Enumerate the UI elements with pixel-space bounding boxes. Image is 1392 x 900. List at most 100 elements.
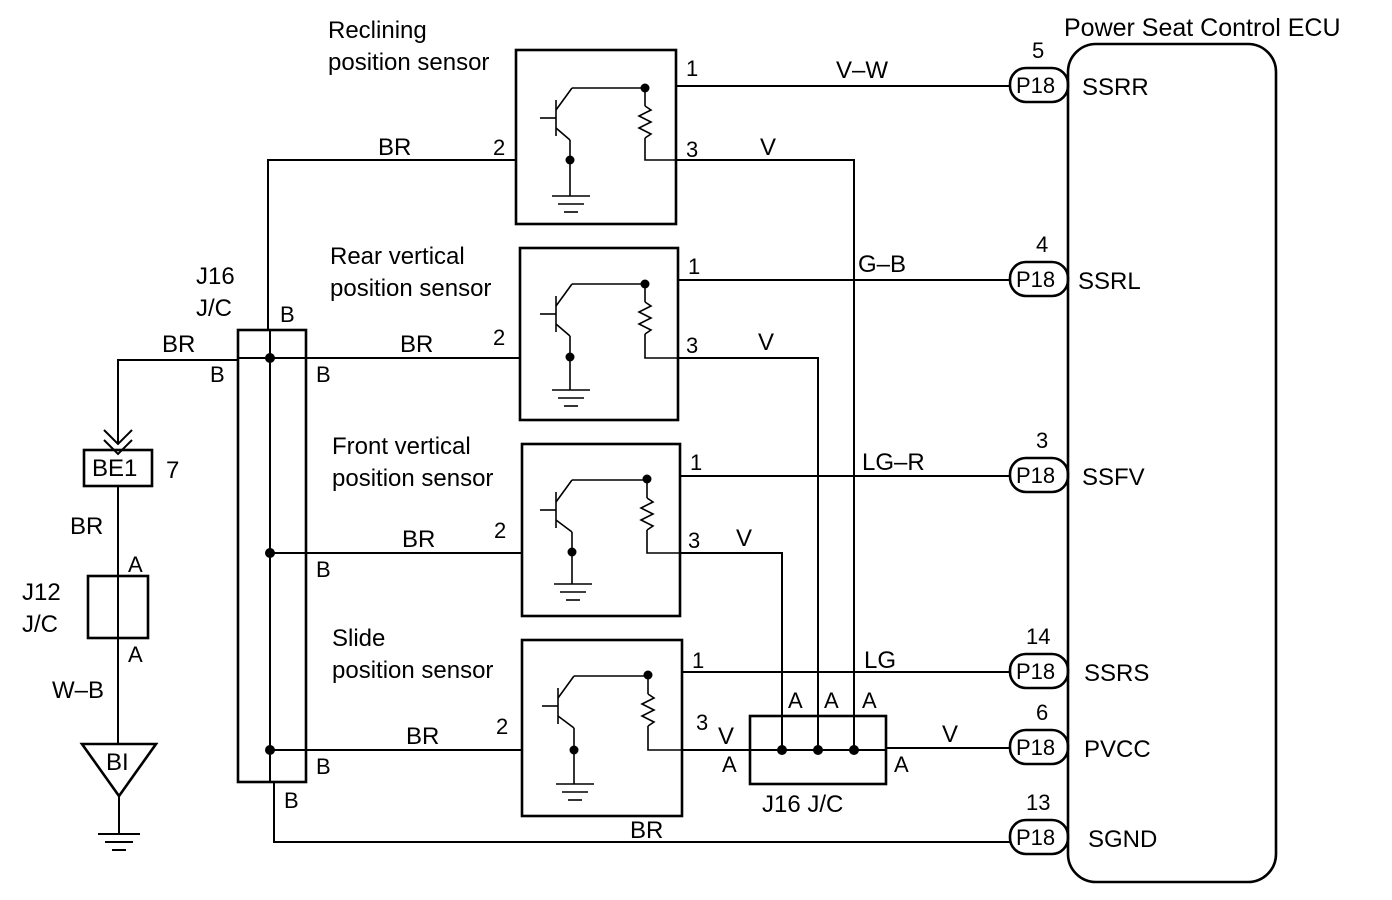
sensor-box [518,246,680,422]
connector-label: P18 [1016,463,1055,488]
power-wire-color: V [758,329,774,356]
ground-wire-color: BR [400,331,433,358]
transistor-collector [555,283,573,307]
ecu-pin-number: 6 [1036,700,1048,725]
junction-dot [569,745,579,755]
transistor-collector [557,675,575,699]
signal-wire-color: LG [864,647,896,674]
j16-jc-left: J16 J/C B B B B B B [196,263,331,813]
signal-wire-color: G–B [858,251,906,278]
sensor-slide: Slide position sensor 1 2 3 LG BR V [332,625,896,818]
sensor-front-vertical: Front vertical position sensor 1 2 3 LG–… [332,433,925,618]
ecu-title: Power Seat Control ECU [1064,14,1341,42]
jc-name-line2: J/C [196,295,232,322]
resistor-lead [646,530,680,554]
jc-terminal-label: B [280,302,295,327]
wire-v-rear-vertical [678,357,819,716]
jc-terminal-label: B [316,754,331,779]
junction-dot [642,474,652,484]
pin-3-label: 3 [686,137,698,162]
resistor-icon [640,693,656,727]
ground-wire-color: BR [378,134,411,161]
wire-v-front-vertical [680,552,783,716]
ecu-terminal-name: PVCC [1084,736,1151,763]
transistor-collector [555,479,573,503]
junction-dot [777,745,787,755]
wire-color-br: BR [162,331,195,358]
connector-p18 [1008,818,1070,856]
ecu-box [1066,42,1278,884]
sgnd-wire-color: BR [630,817,663,844]
jc-terminal-label: A [894,752,909,777]
pin-3-label: 3 [696,710,708,735]
connector-label: P18 [1016,73,1055,98]
ecu-terminal-ssfv: 3 P18 SSFV [1008,428,1145,494]
sensor-reclining: Reclining position sensor 1 2 3 V–W BR V [328,17,888,226]
ecu-terminal-name: SSRL [1078,268,1141,295]
junction-dot [265,353,275,363]
transistor-emitter [557,715,575,729]
ecu-terminal-name: SSRS [1084,660,1149,687]
ecu-pin-number: 4 [1036,232,1048,257]
wire-color-br: BR [70,513,103,540]
connector-label: P18 [1016,267,1055,292]
be1-connector: BE1 7 [82,448,179,488]
junction-dot [640,279,650,289]
ecu-terminal-name: SSRR [1082,74,1149,101]
resistor-lead [647,726,682,751]
jc-box [236,328,308,784]
wire-color-wb: W–B [52,677,104,704]
ecu-pin-number: 3 [1036,428,1048,453]
pin-3-label: 3 [688,528,700,553]
junction-dot [265,745,275,755]
jc-terminal-label: A [788,688,803,713]
ecu-pin-number: 13 [1026,790,1050,815]
transistor-collector [555,87,573,111]
sensor-name-line1: Rear vertical [330,243,465,270]
junction-dot [640,83,650,93]
transistor-emitter [555,519,573,533]
jc-terminal-label: A [862,688,877,713]
junction-dot [565,352,575,362]
connector-label: P18 [1016,659,1055,684]
ground-label: BI [106,749,129,776]
be1-label: BE1 [92,455,137,482]
jc-terminal-label: B [316,362,331,387]
jc-label: J16 J/C [762,791,843,818]
resistor-icon [639,497,655,531]
ecu-terminal-ssrr: 5 P18 SSRR [1008,38,1149,104]
transistor-emitter [555,323,571,337]
wire-br-be1 [117,359,238,444]
ecu-terminal-sgnd: 13 P18 SGND [1008,790,1157,856]
junction-dot [813,745,823,755]
sensor-rear-vertical: Rear vertical position sensor 1 2 3 G–B … [330,243,906,422]
jc-name-line1: J16 [196,263,235,290]
junction-dot [567,547,577,557]
jc-terminal-label: A [128,552,143,577]
pin-1-label: 1 [692,648,704,673]
pin-1-label: 1 [686,56,698,81]
ecu-pin-number: 5 [1032,38,1044,63]
sensor-name-line2: position sensor [330,275,491,302]
jc-terminal-label: A [128,642,143,667]
jc-terminal-label: B [316,557,331,582]
sensor-name-line1: Front vertical [332,433,471,460]
sensor-name-line1: Reclining [328,17,427,44]
wire-v-reclining [676,159,855,716]
sensor-box [514,48,678,226]
connector-label: P18 [1016,735,1055,760]
junction-dot [643,670,653,680]
pin-2-label: 2 [493,135,505,160]
be1-pin: 7 [166,457,179,484]
sensor-name-line1: Slide [332,625,385,652]
resistor-lead [644,138,676,161]
pin-2-label: 2 [496,714,508,739]
pin-3-label: 3 [686,333,698,358]
ecu-terminal-name: SSFV [1082,464,1145,491]
wire-br-reclining [267,159,516,330]
ecu-pin-number: 14 [1026,624,1050,649]
jc-terminal-label: A [722,752,737,777]
ground-wire-color: BR [406,723,439,750]
jc-terminal-label: B [210,362,225,387]
